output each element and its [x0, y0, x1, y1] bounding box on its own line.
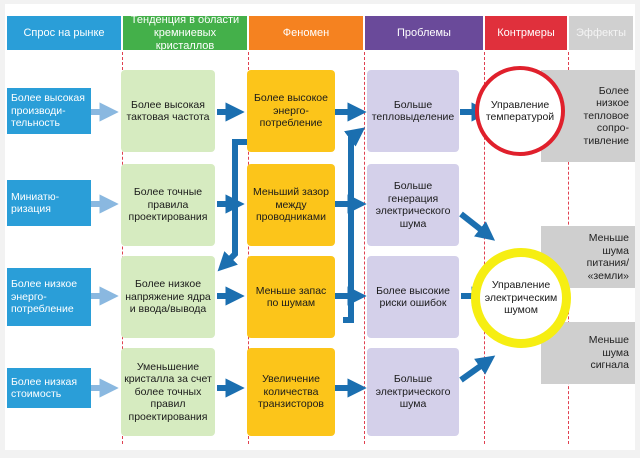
trend-design-rules: Более точные правила проектирования [121, 164, 215, 246]
demand-miniaturization: Миниатю-ризация [7, 180, 91, 226]
demand-low-power: Более низкое энерго-потребление [7, 268, 91, 326]
demand-low-cost: Более низкая стоимость [7, 368, 91, 408]
trend-die-shrink: Уменьшение кристалла за счет более точны… [121, 348, 215, 436]
arrow-branch-noise-heat [343, 127, 366, 323]
arrow-feedback-power-voltage [217, 139, 247, 272]
diagram-canvas: Спрос на рынке Тенденция в области кремн… [5, 4, 635, 450]
header-problems: Проблемы [365, 16, 483, 50]
separator-4 [484, 52, 485, 444]
arrow-noise-noise [459, 355, 496, 383]
phen-high-power: Более высокое энерго-потребление [247, 70, 335, 152]
header-demand: Спрос на рынке [7, 16, 121, 50]
separator-3 [364, 52, 365, 444]
prob-heat: Больше тепловыделение [367, 70, 459, 152]
counter-thermal: Управление температурой [475, 66, 565, 156]
demand-performance: Более высокая производи-тельность [7, 88, 91, 134]
counter-noise: Управление электрическим шумом [471, 248, 571, 348]
header-effects: Эффекты [569, 16, 633, 50]
header-countermeasures: Контрмеры [485, 16, 567, 50]
trend-clock: Более высокая тактовая частота [121, 70, 215, 152]
arrows-layer [91, 102, 496, 398]
trend-low-voltage: Более низкое напряжение ядра и ввода/выв… [121, 256, 215, 338]
phen-transistor-count: Увеличение количества транзисторов [247, 348, 335, 436]
separator-2 [248, 52, 249, 444]
prob-noise-gen: Больше генерация электрического шума [367, 164, 459, 246]
prob-errors: Более высокие риски ошибок [367, 256, 459, 338]
arrow-noisegen-noise [459, 211, 496, 241]
header-trend: Тенденция в области кремниевых кристалло… [123, 14, 247, 52]
phen-small-gap: Меньший зазор между проводниками [247, 164, 335, 246]
header-phenomenon: Феномен [249, 16, 363, 50]
prob-noise: Больше электрического шума [367, 348, 459, 436]
phen-low-margin: Меньше запас по шумам [247, 256, 335, 338]
separator-1 [122, 52, 123, 444]
